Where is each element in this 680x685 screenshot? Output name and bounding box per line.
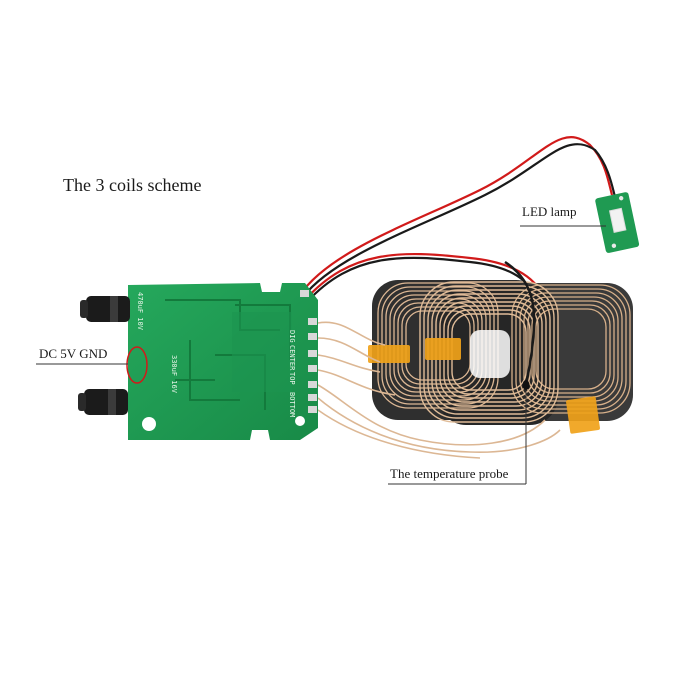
coil-center-hole <box>470 330 510 378</box>
page-title: The 3 coils scheme <box>63 175 202 195</box>
led-cable <box>299 136 617 303</box>
temperature-probe-label: The temperature probe <box>390 466 509 481</box>
pcb-label-cap-b: 470uF 10V <box>136 292 144 331</box>
pcb-label-cap-a: 330uF 16V <box>170 355 178 394</box>
led-lamp-label: LED lamp <box>522 204 577 219</box>
callout-lines <box>36 225 606 485</box>
dc-input-label: DC 5V GND <box>39 346 108 361</box>
pcb-label-dig: DIG <box>288 330 296 343</box>
pcb-label-bottom: BOTTOM <box>288 392 296 417</box>
temperature-probe <box>504 260 536 390</box>
pcb-label-center: CENTER <box>288 345 296 371</box>
pcb-label-top: TOP <box>288 372 296 385</box>
kapton-tape <box>368 338 600 434</box>
pcb-board: DIG CENTER TOP BOTTOM 330uF 16V 470uF 10… <box>126 283 318 440</box>
led-lamp-board <box>595 192 640 253</box>
coil-leads <box>317 321 561 459</box>
capacitors <box>78 296 130 415</box>
